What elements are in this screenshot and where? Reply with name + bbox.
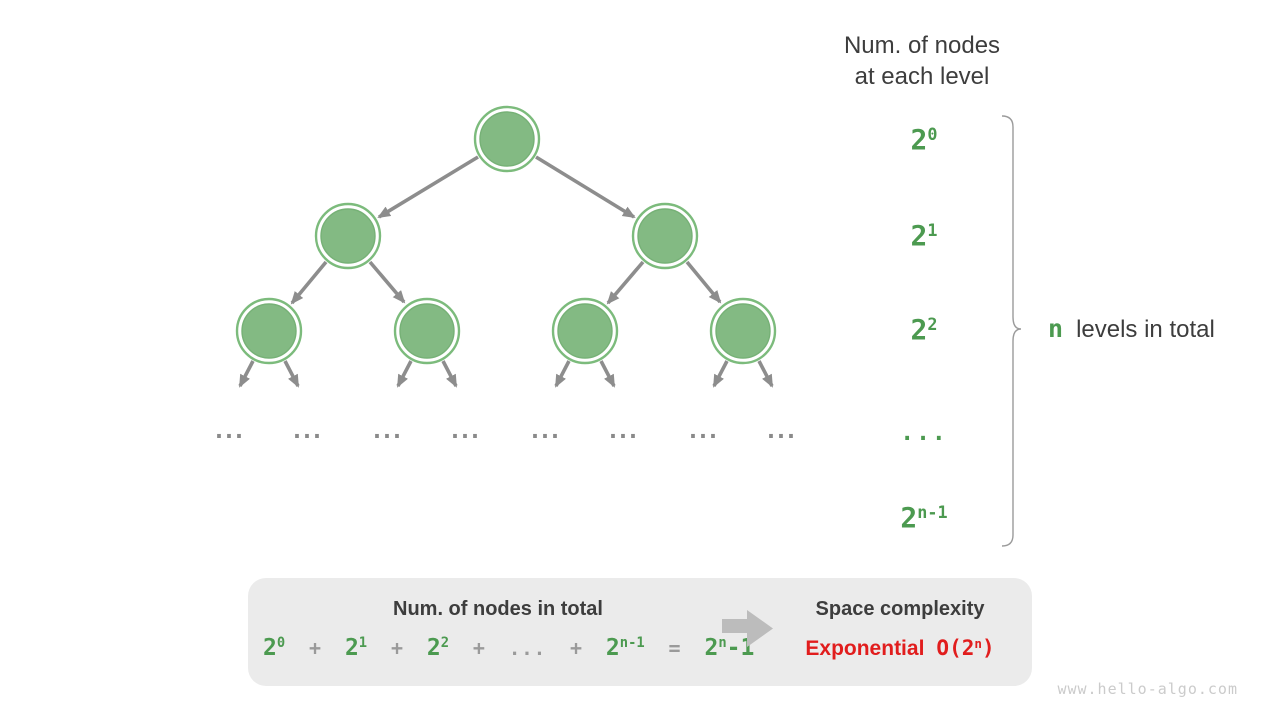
n-symbol: n: [1048, 314, 1064, 343]
tree-ellipsis: ...: [293, 419, 323, 443]
tree-edge: [685, 260, 722, 304]
tree-edge: [368, 260, 406, 304]
levels-total-label: n levels in total: [1048, 314, 1215, 344]
plus-operator: +: [309, 636, 322, 660]
total-nodes-title: Num. of nodes in total: [393, 598, 603, 620]
level-count-sup: 1: [927, 219, 938, 240]
total-nodes-formula: 20 + 21 + 22 + ... + 2n-1 = 2n-1: [258, 633, 754, 666]
equals-sign: =: [668, 636, 681, 660]
summary-box: Num. of nodes in total 20 + 21 + 22 + ..…: [248, 578, 1032, 686]
right-panel-header: Num. of nodes at each level: [844, 30, 1000, 92]
tree-edge: [238, 360, 255, 388]
level-count-sup: 2: [927, 313, 938, 334]
tree-edge: [441, 360, 458, 388]
tree-edge: [554, 360, 571, 388]
tree-node-l3-4: [709, 297, 777, 365]
plus-operator: +: [472, 636, 485, 660]
formula-term: 22: [426, 635, 450, 661]
tree-ellipsis: ...: [609, 419, 639, 443]
level-count-base: 2: [910, 123, 928, 156]
formula-ellipsis: ...: [508, 638, 547, 660]
level-count-ellipsis: ...: [900, 420, 948, 446]
levels-brace: [1001, 115, 1022, 547]
formula-term: 20: [263, 635, 286, 661]
tree-edge: [712, 360, 729, 388]
tree-ellipsis: ...: [767, 419, 797, 443]
tree-ellipsis: ...: [531, 419, 561, 443]
levels-total-text: levels in total: [1076, 316, 1215, 343]
tree-edge: [535, 155, 636, 219]
tree-edge: [396, 360, 413, 388]
tree-node-root: [473, 105, 541, 173]
tree-edge: [599, 360, 616, 388]
plus-operator: +: [570, 636, 583, 660]
tree-node-l3-3: [551, 297, 619, 365]
space-complexity-title: Space complexity: [815, 598, 985, 620]
tree-edge: [606, 260, 645, 305]
tree-node-l3-2: [393, 297, 461, 365]
level-count-base: 2: [910, 313, 928, 346]
level-count-sup: 0: [927, 123, 938, 144]
tree-edge: [283, 360, 300, 388]
formula-term: 21: [344, 635, 368, 661]
right-block-arrow-icon: [722, 610, 773, 647]
tree-ellipsis: ...: [373, 419, 403, 443]
tree-node-l2-left: [314, 202, 382, 270]
tree-ellipsis: ...: [215, 419, 245, 443]
level-count-2: 22: [911, 313, 938, 350]
level-count-base: 2: [900, 501, 918, 534]
tree-edge: [290, 260, 328, 305]
right-header-line1: Num. of nodes: [843, 32, 1001, 59]
right-header-line2: at each level: [854, 63, 990, 90]
level-count-base: 2: [910, 219, 928, 252]
level-count-sup: n-1: [917, 501, 948, 522]
plus-operator: +: [390, 636, 404, 660]
level-count-last: 2n-1: [900, 501, 947, 538]
formula-result: 2n-1: [704, 635, 755, 661]
watermark: www.hello-algo.com: [1057, 680, 1238, 698]
tree-edge: [757, 360, 774, 388]
formula-term: 2n-1: [605, 635, 645, 661]
tree-ellipsis: ...: [689, 419, 719, 443]
complexity-word: Exponential: [805, 637, 925, 660]
tree-node-l3-1: [235, 297, 303, 365]
tree-node-l2-right: [631, 202, 699, 270]
level-count-0: 20: [911, 123, 938, 160]
complexity-result: Exponential O(2n): [778, 634, 1022, 665]
tree-ellipsis: ...: [451, 419, 481, 443]
level-count-1: 21: [911, 219, 938, 256]
big-o-notation: O(2n): [936, 636, 995, 660]
tree-edge: [377, 155, 479, 219]
